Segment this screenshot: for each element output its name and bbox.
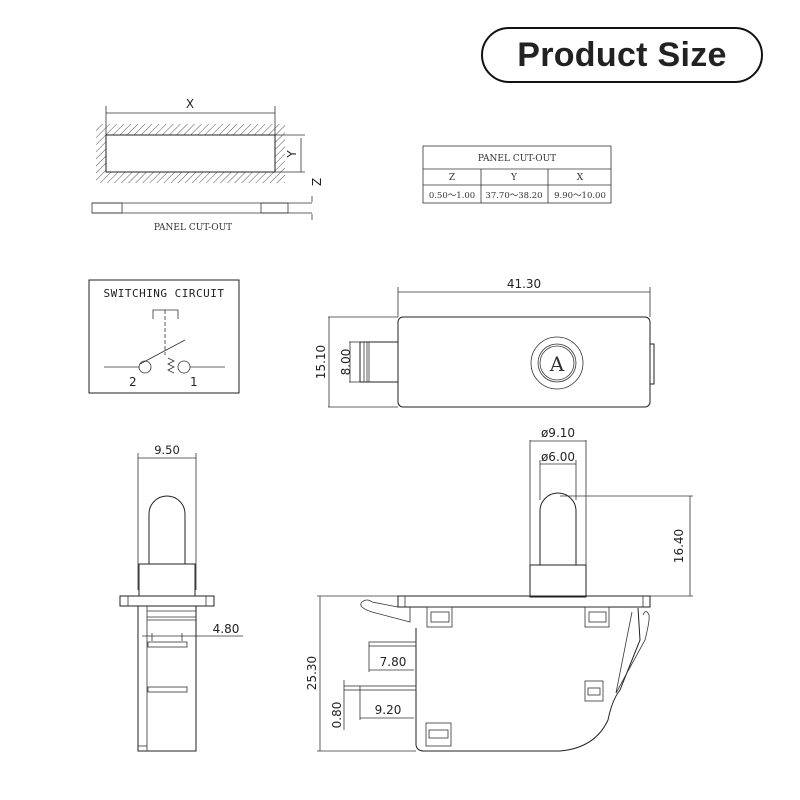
panel-cutout-caption: PANEL CUT-OUT: [154, 223, 232, 233]
terminal-1-label: 1: [190, 375, 198, 389]
dim-outer-diameter: ø9.10: [541, 426, 575, 440]
dim-y-label: Y: [285, 150, 299, 159]
dim-z-label: Z: [310, 178, 324, 186]
front-view: ø9.10 ø6.00 16.40 7.80 9: [305, 426, 693, 752]
switching-circuit: SWITCHING CIRCUIT 2 1: [88, 279, 240, 394]
product-size-badge: Product Size: [481, 27, 763, 83]
table-header-z: Z: [449, 173, 455, 183]
dim-terminal-gap: 4.80: [213, 622, 240, 636]
dim-terminal-2: 9.20: [375, 703, 402, 717]
table-value-x: 9.90～10.00: [554, 191, 606, 201]
dim-width: 9.50: [154, 443, 180, 457]
table-value-y: 37.70～38.20: [485, 191, 542, 201]
dim-height: 15.10: [314, 345, 328, 379]
circuit-title: SWITCHING CIRCUIT: [103, 287, 224, 300]
dim-inner-diameter: ø6.00: [541, 450, 575, 464]
top-view: A 41.30 15.10 8.00: [314, 277, 655, 408]
terminal-2-label: 2: [129, 375, 137, 389]
dim-plunger-height-front: 16.40: [672, 529, 686, 563]
table-title: PANEL CUT-OUT: [478, 154, 556, 164]
marking-a: A: [549, 352, 565, 376]
side-view: 9.50 4.80: [119, 443, 243, 752]
product-size-title: Product Size: [517, 35, 727, 74]
dim-x-label: X: [186, 97, 194, 111]
table-header-y: Y: [510, 173, 518, 183]
dim-plunger-height: 8.00: [339, 349, 353, 376]
dim-body-height: 25.30: [305, 656, 319, 690]
table-value-z: 0.50～1.00: [429, 191, 475, 201]
panel-cutout-table: PANEL CUT-OUT Z Y X 0.50～1.00 37.70～38.2…: [422, 145, 612, 204]
dim-length: 41.30: [507, 277, 541, 291]
dim-terminal-thickness: 0.80: [330, 702, 344, 729]
panel-cutout-drawing: X Y Z PANEL CUT-OUT: [91, 97, 324, 233]
table-header-x: X: [577, 173, 584, 183]
dim-terminal-1: 7.80: [380, 655, 407, 669]
